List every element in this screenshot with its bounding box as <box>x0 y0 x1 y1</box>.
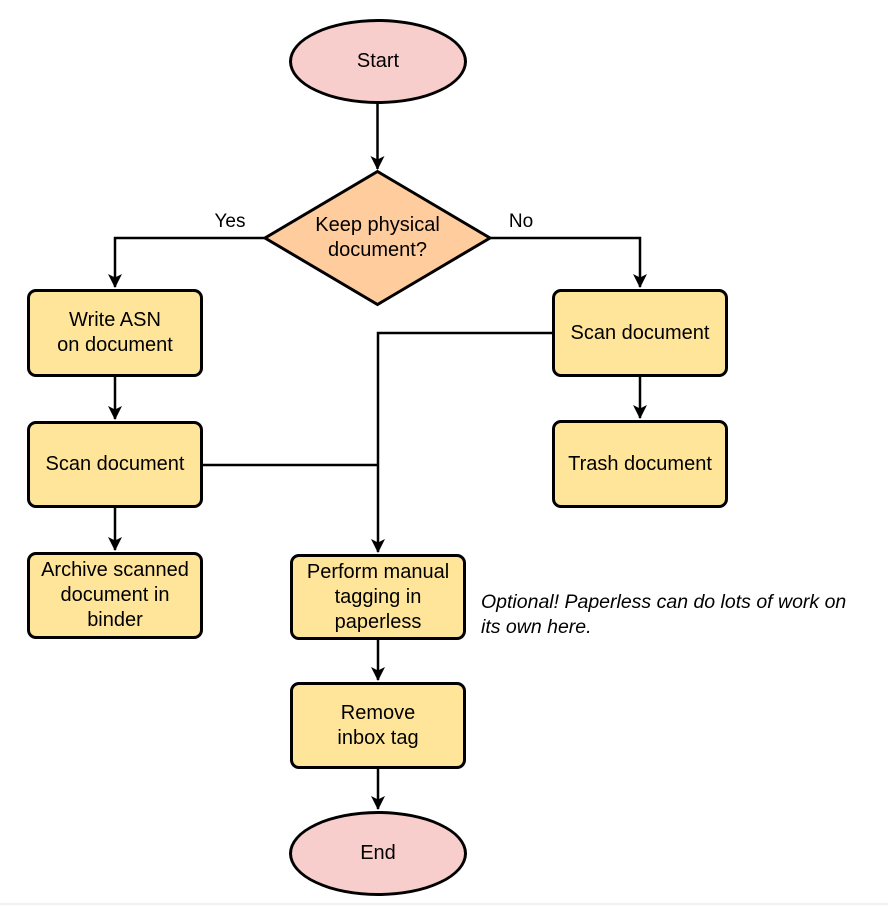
node-start-label: Start <box>356 50 400 72</box>
annotation-optional: Optional! Paperless can do lots of work … <box>481 591 847 638</box>
node-keep-physical-shape <box>262 169 493 307</box>
page-bottom-divider <box>0 903 888 905</box>
node-end-label: End <box>360 842 396 864</box>
node-write-asn: Write ASN on document <box>27 289 203 377</box>
edge-decision-yes-to-write-asn <box>108 236 265 288</box>
node-trash-document: Trash document <box>552 420 728 508</box>
node-archive-binder: Archive scanned document in binder <box>27 552 203 639</box>
node-remove-inbox-tag: Remove inbox tag <box>290 682 466 769</box>
node-keep-physical-label: Keep physical document? <box>315 214 440 261</box>
edge-scan-right-to-tagging <box>371 331 552 553</box>
node-end: End <box>289 811 467 896</box>
edge-decision-no-to-scan-right <box>490 236 647 288</box>
edge-label-yes: Yes <box>214 211 246 232</box>
node-manual-tagging: Perform manual tagging in paperless <box>290 554 466 640</box>
node-scan-document-right: Scan document <box>552 289 728 377</box>
edge-label-no: No <box>508 211 534 232</box>
node-scan-document-left: Scan document <box>27 421 203 508</box>
node-start: Start <box>289 19 467 104</box>
